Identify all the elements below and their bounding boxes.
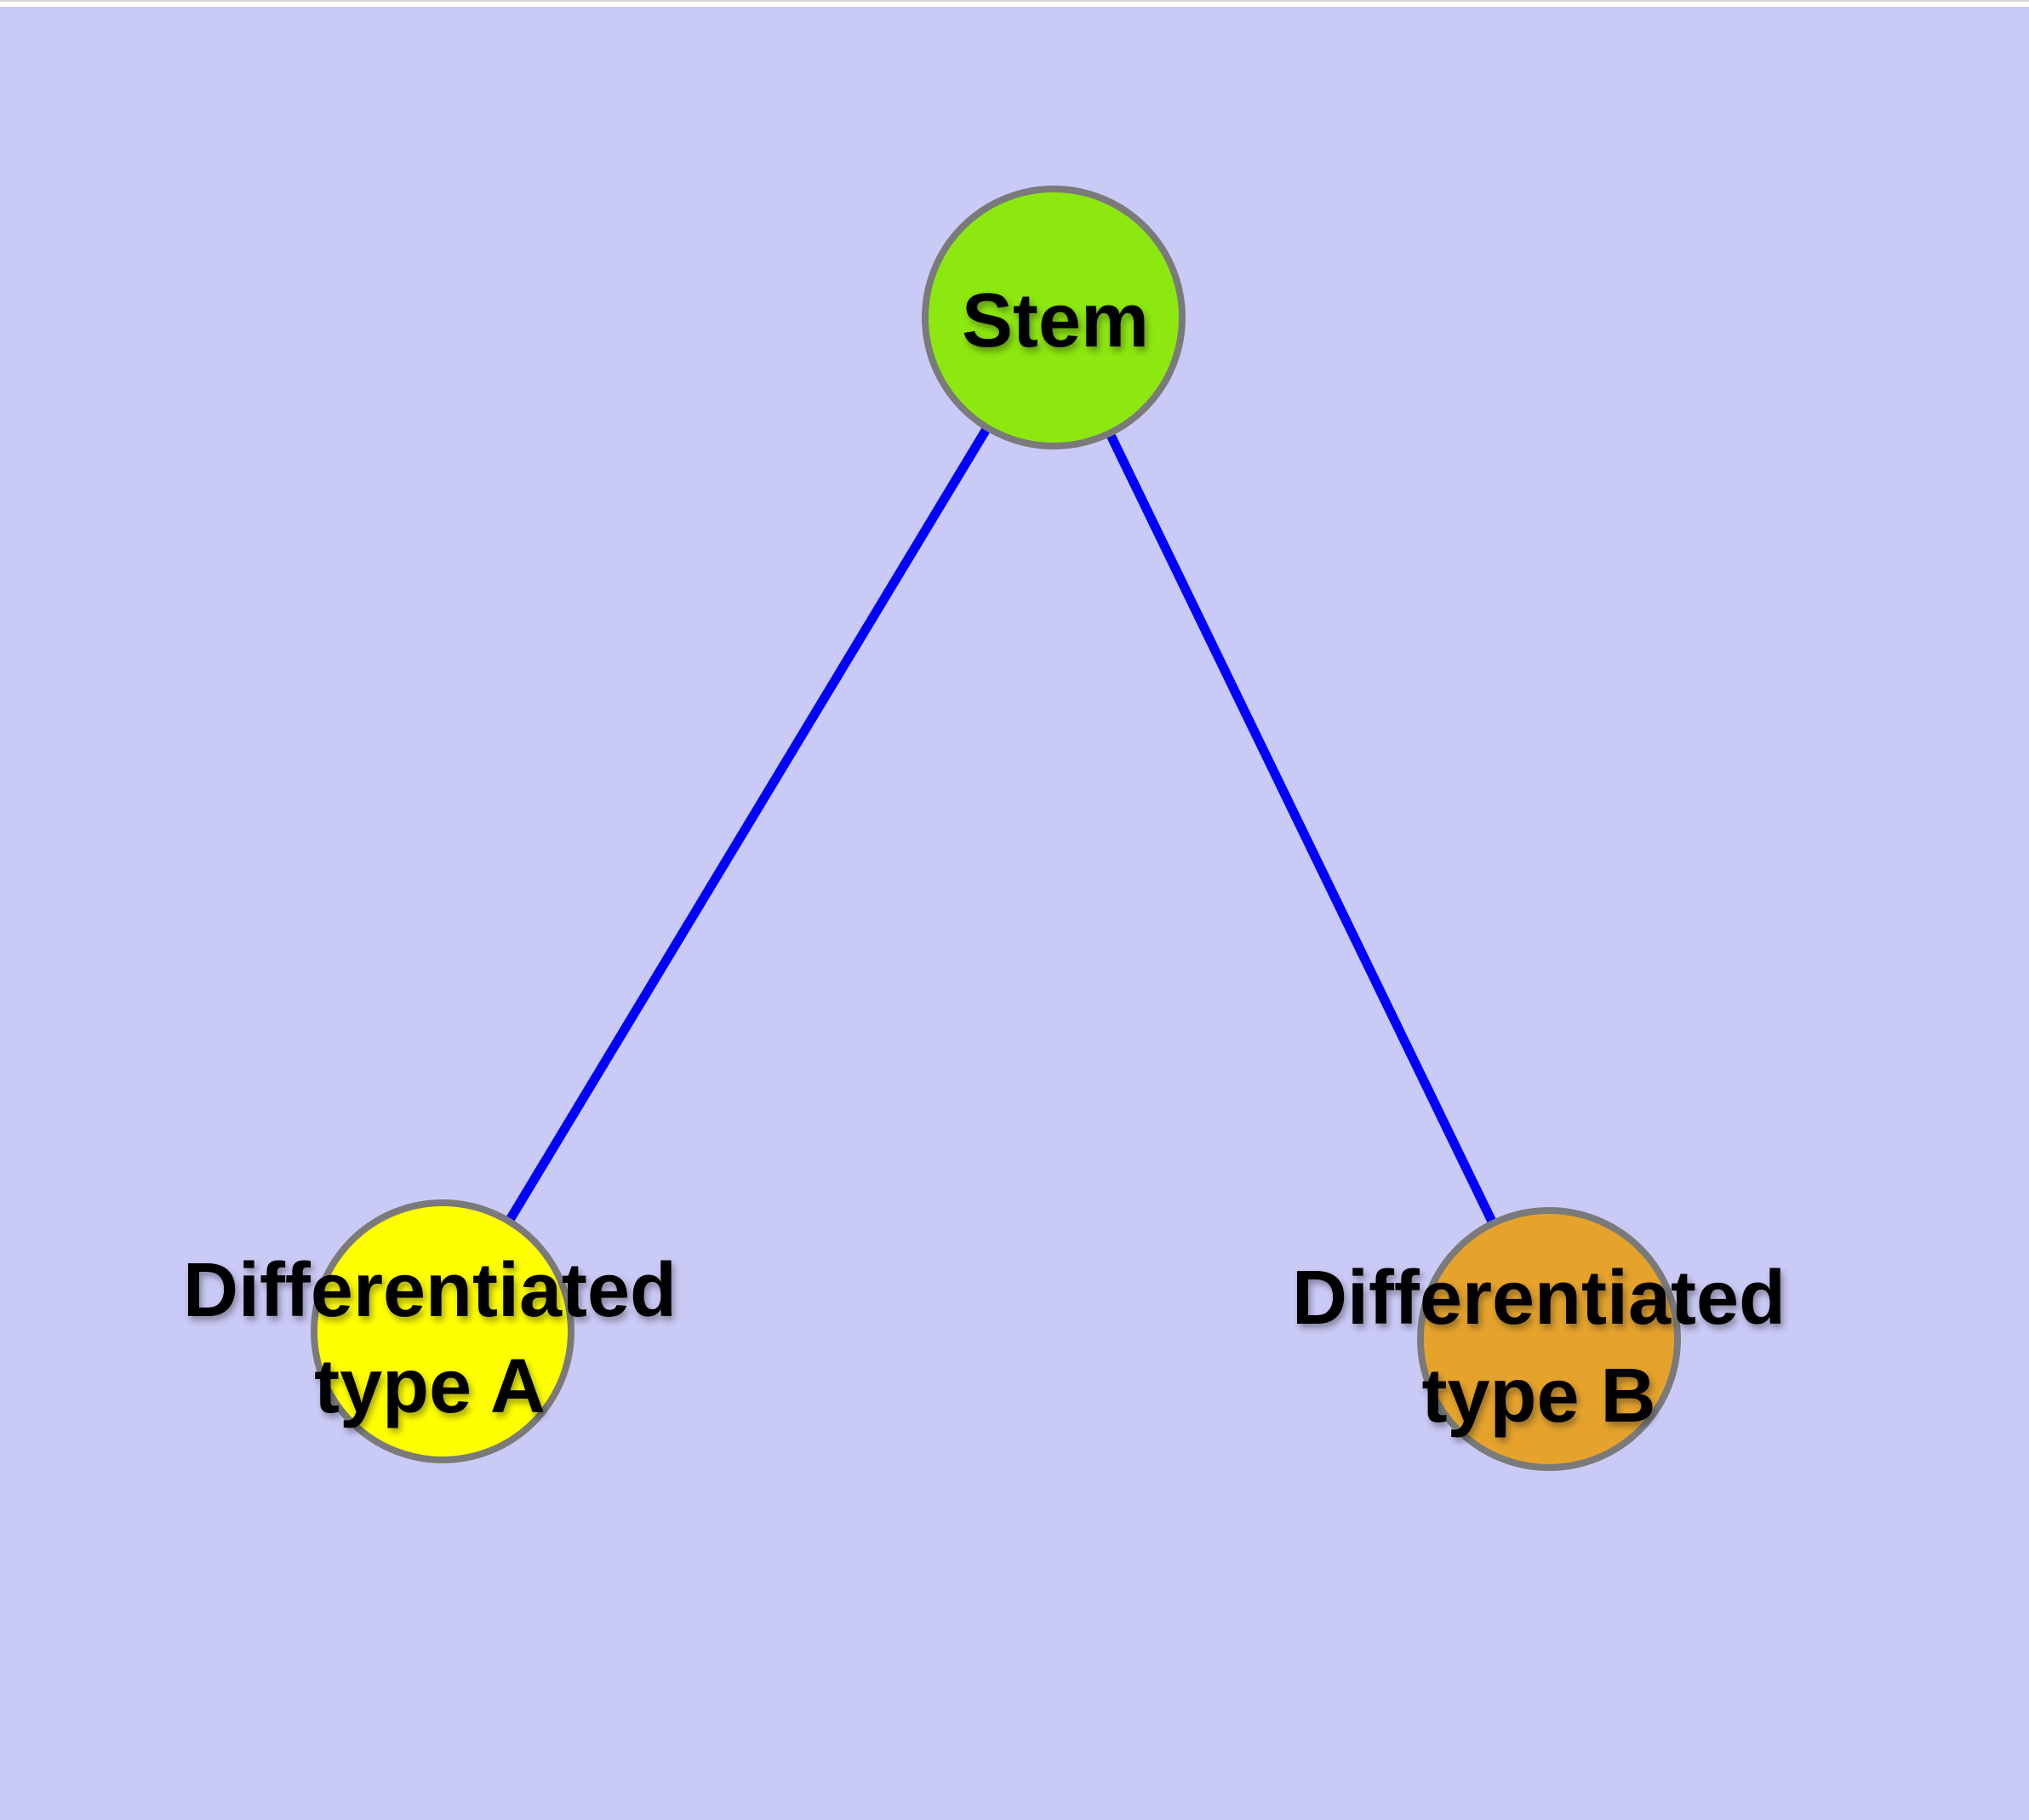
node-stem bbox=[922, 186, 1186, 449]
node-stem-label: Stem bbox=[962, 278, 1149, 363]
edge-stem-type-a bbox=[438, 315, 1058, 1334]
node-type-a-label-line1: Differentiated bbox=[183, 1248, 677, 1333]
node-type-b-label-line2: type B bbox=[1421, 1354, 1655, 1439]
node-type-b bbox=[1417, 1207, 1681, 1471]
node-type-a-label-line2: type A bbox=[314, 1344, 546, 1429]
edge-stem-type-b bbox=[1049, 315, 1553, 1342]
top-hairline bbox=[0, 0, 2029, 2]
node-type-b-label-line1: Differentiated bbox=[1292, 1256, 1786, 1341]
node-type-a bbox=[311, 1199, 574, 1463]
top-margin-strip bbox=[0, 0, 2029, 7]
